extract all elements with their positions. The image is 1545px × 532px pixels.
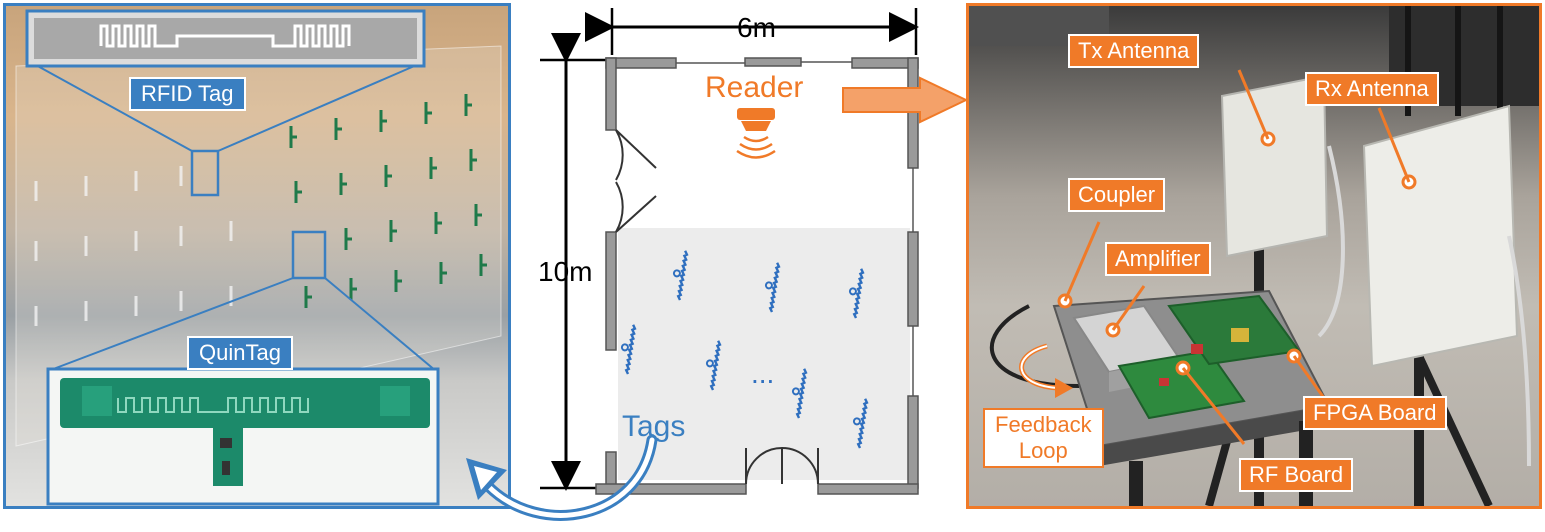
quintag-antenna-pattern	[117, 397, 309, 413]
rf-board-label: RF Board	[1239, 458, 1354, 492]
quintag-chip	[220, 438, 232, 448]
coupler-label: Coupler	[1068, 178, 1166, 212]
rx-antenna-label: Rx Antenna	[1305, 72, 1439, 106]
rfid-tag-grid	[34, 166, 233, 326]
quintag-zoom-frame	[291, 230, 327, 280]
hardware-photo	[969, 6, 1539, 506]
tx-antenna	[1220, 74, 1329, 258]
rfid-antenna-pattern	[99, 24, 351, 48]
rf-board	[1117, 349, 1246, 420]
tags-label: Tags	[622, 410, 686, 443]
rfid-tag-label: RFID Tag	[129, 77, 246, 111]
quintag-label: QuinTag	[187, 336, 293, 370]
fpga-board-label: FPGA Board	[1303, 396, 1447, 430]
feedback-loop-label-line2: Loop	[1018, 438, 1068, 463]
ellipsis-label: ...	[751, 358, 775, 389]
amplifier-label: Amplifier	[1105, 242, 1211, 276]
width-label: 6m	[737, 12, 776, 43]
green-tag-grid	[289, 94, 487, 308]
tx-antenna-label: Tx Antenna	[1068, 34, 1200, 68]
tag-photo-panel: RFID Tag QuinTag	[3, 3, 511, 509]
rx-antenna	[1362, 104, 1519, 368]
reader-icon	[736, 108, 776, 159]
rfid-tag-zoom-frame	[190, 149, 220, 197]
height-label: 10m	[538, 256, 593, 287]
feedback-loop-label-line1: Feedback	[995, 412, 1092, 437]
reader-link-arrow	[842, 76, 969, 124]
tags-link-arrow	[482, 434, 658, 521]
feedback-loop-label: Feedback Loop	[983, 408, 1104, 468]
reader-label: Reader	[705, 71, 804, 104]
hardware-photo-panel: Tx Antenna Rx Antenna Coupler Amplifier …	[966, 3, 1542, 509]
tag-photo	[15, 9, 502, 506]
